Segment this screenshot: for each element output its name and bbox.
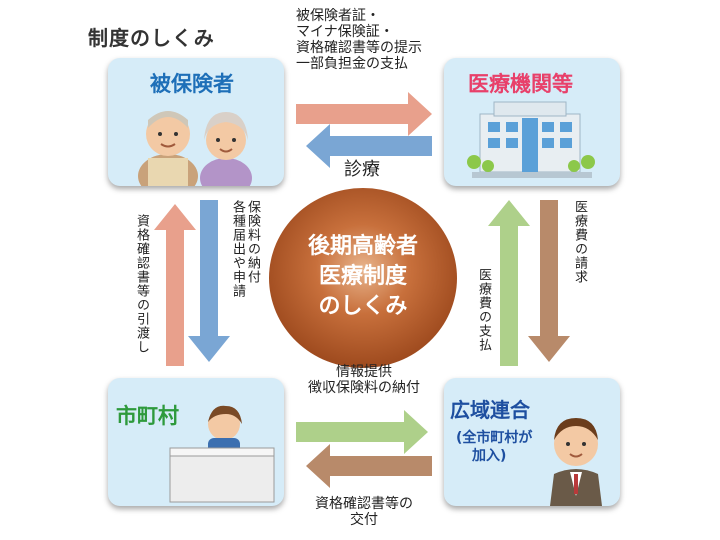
- municipality-title: 市町村: [116, 404, 179, 428]
- flow-label-present-line1: 被保険者証・: [296, 8, 380, 24]
- counter-clerk-illustration: [169, 405, 275, 503]
- flow-label-present-line4: 一部負担金の支払: [296, 56, 408, 72]
- center-label: 後期高齢者 医療制度 のしくみ: [283, 232, 443, 322]
- flow-label-premium-payment: 保険料の納付: [245, 200, 260, 284]
- center-label-line3: のしくみ: [318, 294, 408, 319]
- flow-label-medical-fee-claim: 医療費の請求: [572, 200, 587, 284]
- arrow-union-to-medical: [488, 200, 530, 366]
- page-title: 制度のしくみ: [88, 26, 215, 50]
- flow-label-payment-and-applications: 保険料の納付 各種届出や申請: [230, 200, 260, 298]
- flow-label-issue-certificates: 資格確認書等の 交付: [284, 496, 444, 528]
- center-label-line1: 後期高齢者: [307, 234, 418, 259]
- flow-label-present-cards: 被保険者証・ マイナ保険証・ 資格確認書等の提示 一部負担金の支払: [296, 8, 422, 72]
- medical-card: 医療機関等: [444, 58, 620, 186]
- flow-label-issue-line1: 資格確認書等の: [315, 496, 413, 512]
- medical-title: 医療機関等: [468, 72, 573, 96]
- flow-label-info-line1: 情報提供: [336, 364, 392, 380]
- union-subtitle-line2: 加入): [472, 448, 507, 464]
- center-circle: [269, 188, 457, 368]
- center-label-line2: 医療制度: [318, 264, 407, 289]
- arrow-medical-to-insured: [306, 124, 432, 168]
- officer-illustration: [550, 418, 602, 506]
- flow-label-hand-over-certificates: 資格確認書等の引渡し: [134, 214, 149, 354]
- arrow-municipality-to-union: [296, 410, 428, 454]
- arrow-municipality-to-insured: [154, 204, 196, 366]
- elderly-couple-illustration: [138, 111, 252, 186]
- flow-label-issue-line2: 交付: [350, 512, 378, 528]
- flow-label-treatment: 診療: [344, 159, 380, 180]
- union-title: 広域連合: [450, 398, 530, 422]
- flow-label-info-line2: 徴収保険料の納付: [308, 380, 420, 396]
- flow-label-medical-fee-payment: 医療費の支払: [476, 268, 491, 352]
- union-subtitle-line1: (全市町村が: [456, 430, 533, 446]
- municipality-card: 市町村: [108, 378, 284, 506]
- flow-label-present-line3: 資格確認書等の提示: [296, 40, 422, 56]
- hospital-building-illustration: [467, 101, 595, 178]
- flow-label-info-and-premiums: 情報提供 徴収保険料の納付: [284, 364, 444, 396]
- insured-title: 被保険者: [150, 72, 234, 96]
- flow-label-present-line2: マイナ保険証・: [296, 24, 394, 40]
- arrow-union-to-municipality: [306, 444, 432, 488]
- insured-card: 被保険者: [108, 58, 284, 186]
- arrow-medical-to-union: [528, 200, 570, 362]
- flow-label-notifications: 各種届出や申請: [230, 200, 245, 298]
- union-card: 広域連合 (全市町村が 加入): [444, 378, 620, 506]
- arrow-insured-to-municipality: [188, 200, 230, 362]
- arrow-insured-to-medical: [296, 92, 432, 136]
